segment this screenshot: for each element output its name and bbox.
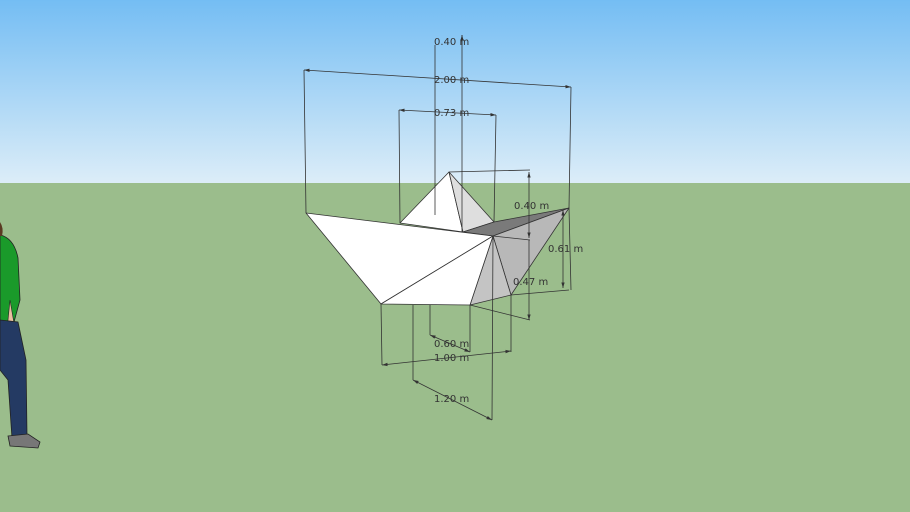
hull-lower-face (380, 235, 494, 306)
dim-label-bottom-short: 0.60 m (434, 339, 469, 350)
paper-boat-model[interactable] (305, 171, 570, 306)
dim-label-bottom-diagonal: 1.20 m (434, 394, 469, 405)
dim-label-hull-height: 0.61 m (548, 244, 583, 255)
dim-label-sail-height: 0.40 m (514, 201, 549, 212)
dimension-labels: 0.40 m 2.00 m 0.73 m 0.40 m 0.61 m 0.47 … (434, 37, 583, 405)
person-figure (0, 222, 41, 449)
dimension-lines (303, 35, 572, 421)
dim-label-overall-length: 2.00 m (434, 75, 469, 86)
dim-label-depth: 0.47 m (513, 277, 548, 288)
dim-label-bottom-width: 1.00 m (434, 353, 469, 364)
dim-label-sail-base: 0.73 m (434, 108, 469, 119)
dim-label-sail-top: 0.40 m (434, 37, 469, 48)
sky (0, 0, 910, 183)
